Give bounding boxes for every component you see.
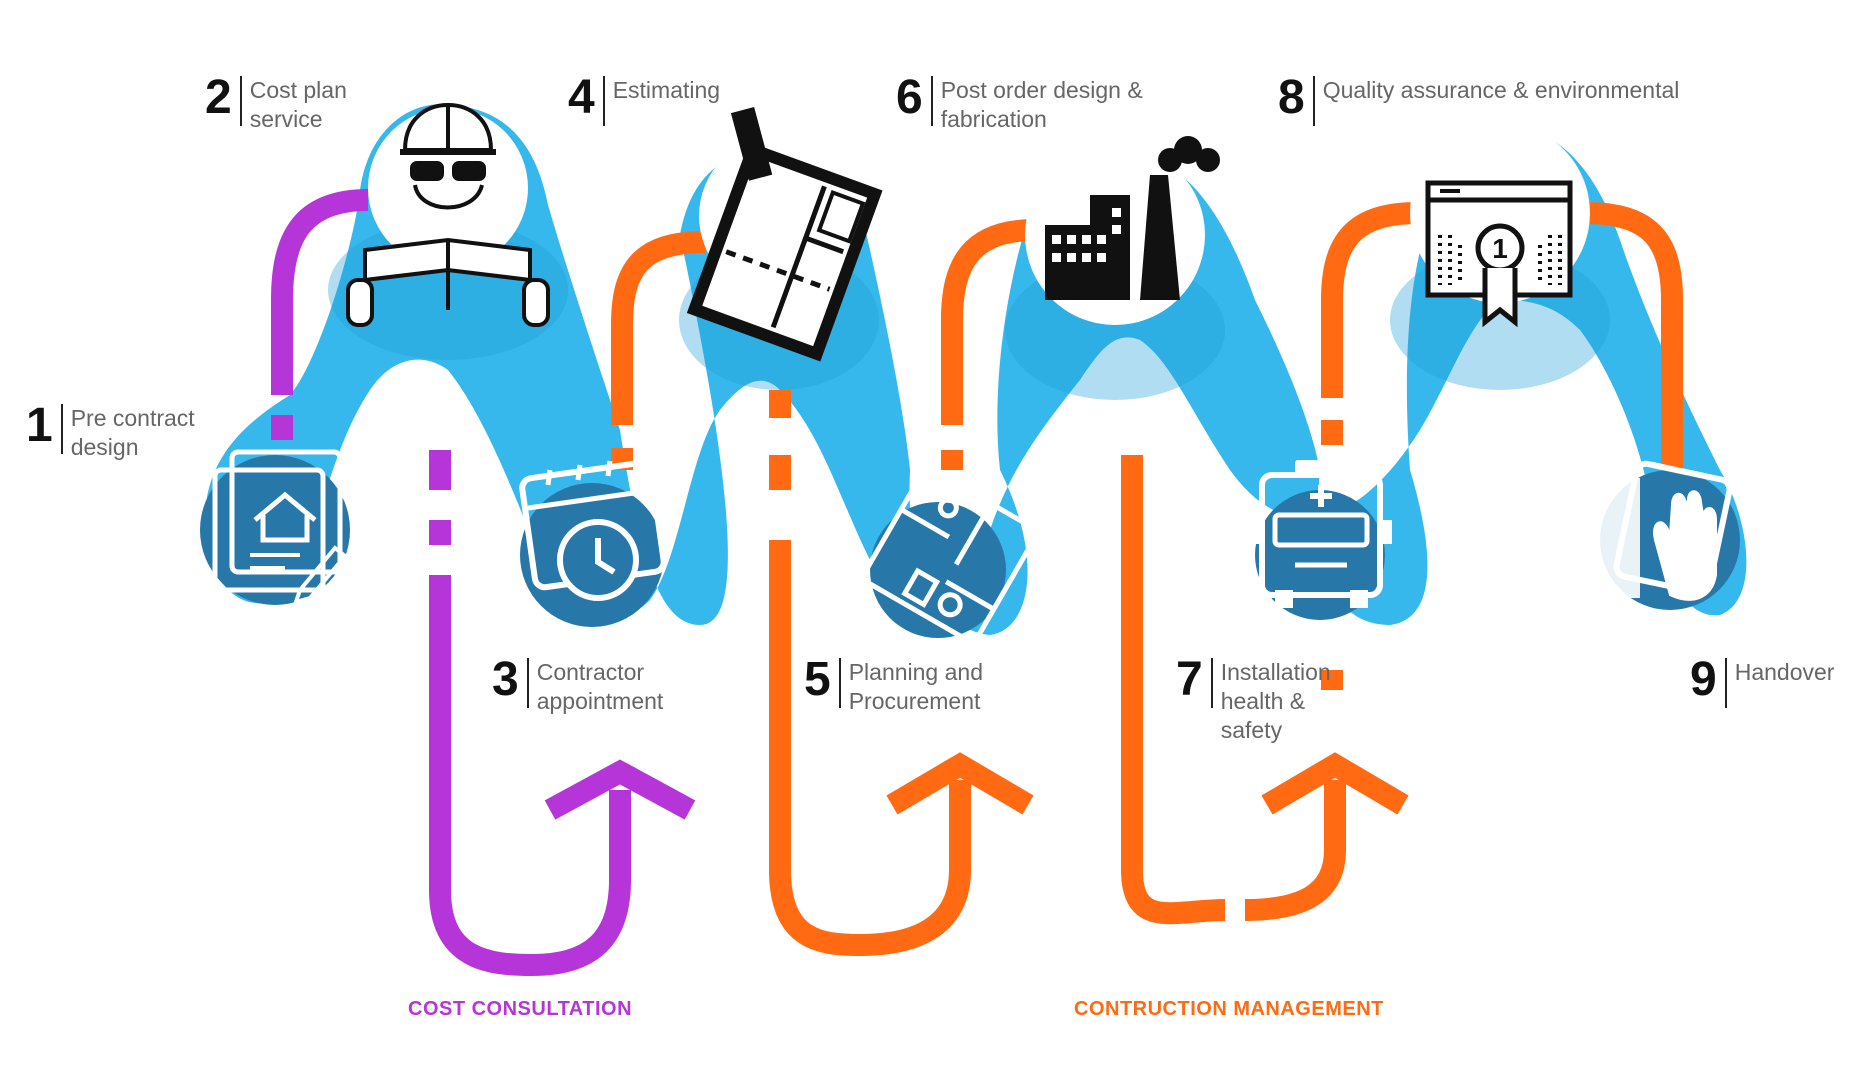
engineer-blueprint-icon xyxy=(346,102,550,327)
step-label: Cost plan service xyxy=(249,77,347,132)
step-number: 4 xyxy=(568,71,595,124)
ambulance-icon xyxy=(1250,460,1392,620)
factory-icon xyxy=(1045,136,1220,300)
step-number: 3 xyxy=(492,653,519,706)
step-1: 1 Pre contract design xyxy=(26,402,231,462)
floor-plan-icon xyxy=(857,462,1043,648)
cost-path xyxy=(271,189,631,977)
step-label: Installation health & safety xyxy=(1220,659,1331,743)
step-number: 7 xyxy=(1176,653,1203,706)
step-label: Handover xyxy=(1734,659,1835,685)
step-label: Estimating xyxy=(612,77,721,103)
step-4: 4 Estimating xyxy=(568,74,773,126)
step-9: 9 Handover xyxy=(1690,656,1865,708)
divider xyxy=(838,658,841,708)
step-number: 6 xyxy=(896,71,923,124)
divider xyxy=(1724,658,1727,708)
step-6: 6 Post order design & fabrication xyxy=(896,74,1181,134)
step-number: 5 xyxy=(804,653,831,706)
step-7: 7 Installation health & safety xyxy=(1176,656,1371,745)
step-number: 1 xyxy=(26,399,53,452)
divider xyxy=(1312,76,1315,126)
divider xyxy=(930,76,933,126)
step-number: 9 xyxy=(1690,653,1717,706)
construction-arrow-icon xyxy=(886,752,1034,815)
step-3: 3 Contractor appointment xyxy=(492,656,697,716)
step-8: 8 Quality assurance & environmental xyxy=(1278,74,1743,126)
step-5: 5 Planning and Procurement xyxy=(804,656,1009,716)
svg-text:1: 1 xyxy=(1492,233,1508,264)
step-2: 2 Cost plan service xyxy=(205,74,370,134)
step-label: Planning and Procurement xyxy=(848,659,983,714)
step-number: 2 xyxy=(205,71,232,124)
hand-tablet-icon xyxy=(1595,460,1740,610)
divider xyxy=(602,76,605,126)
certificate-award-icon: 1 xyxy=(1425,180,1573,328)
step-label: Pre contract design xyxy=(70,405,195,460)
calendar-clock-icon xyxy=(519,456,667,627)
step-label: Contractor appointment xyxy=(536,659,664,714)
step-number: 8 xyxy=(1278,71,1305,124)
divider xyxy=(526,658,529,708)
phase-construction-management: CONTRUCTION MANAGEMENT xyxy=(1074,998,1384,1020)
step-label: Post order design & fabrication xyxy=(940,77,1143,132)
construction-path xyxy=(611,202,1683,957)
cost-arrow-icon xyxy=(544,759,696,820)
house-document-icon xyxy=(200,449,350,605)
divider xyxy=(1210,658,1213,708)
construction-arrow-icon xyxy=(1261,752,1409,815)
step-label: Quality assurance & environmental xyxy=(1322,77,1680,103)
phase-cost-consultation: COST CONSULTATION xyxy=(408,998,633,1020)
divider xyxy=(60,404,63,454)
divider xyxy=(239,76,242,126)
floor-plan-clipboard-icon xyxy=(686,106,883,362)
